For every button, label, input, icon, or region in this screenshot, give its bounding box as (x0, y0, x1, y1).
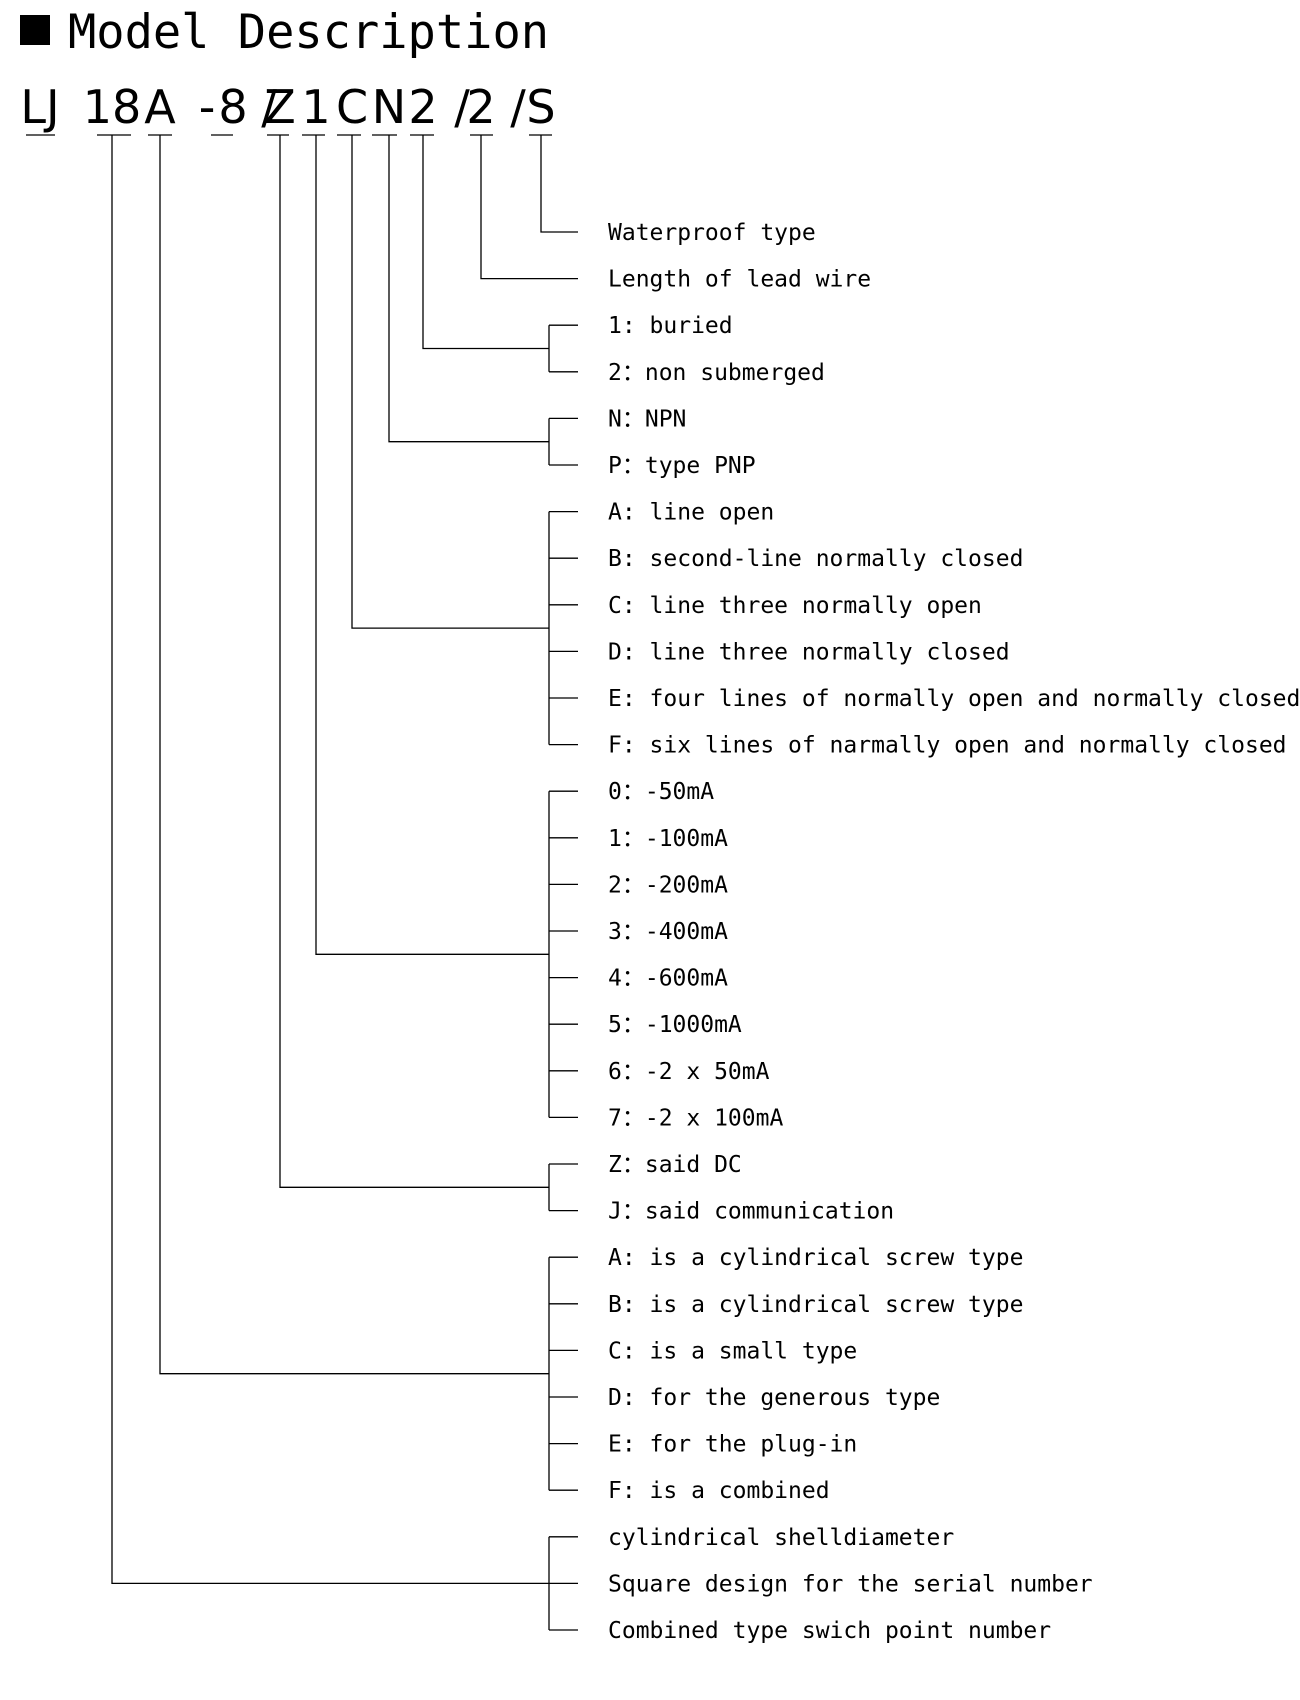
model-code-segment: Z (264, 80, 296, 134)
page-title: Model Description (68, 5, 549, 60)
connector-line (159, 135, 549, 1375)
model-code-segment: N (372, 80, 406, 134)
option-label: 6：-2 x 50mA (608, 1059, 770, 1085)
connector-line (111, 135, 549, 1585)
model-code-segment: 2 (408, 80, 437, 134)
heading-bullet-icon (20, 15, 50, 45)
connector-line (279, 135, 549, 1188)
breakdown-group: Length of lead wire (480, 135, 871, 293)
breakdown-group: 0：-50mA 1：-100mA 2：-200mA 3：-400mA 4：-600mA 5… (315, 135, 783, 1131)
option-label: E: for the plug-in (608, 1432, 857, 1458)
breakdown-group: Waterproof type (540, 135, 816, 246)
breakdown-group: A: is a cylindrical screw type B: is a cy… (159, 135, 1023, 1504)
model-code-segment: 8 (218, 80, 247, 134)
option-label: C: line three normally open (608, 593, 982, 619)
option-label: 3：-400mA (608, 919, 728, 945)
option-label: N：NPN (608, 406, 686, 432)
model-code-segment: S (526, 80, 555, 134)
model-code-segment: / (261, 80, 277, 134)
option-label: D: line three normally closed (608, 639, 1010, 665)
option-label: 5：-1000mA (608, 1012, 742, 1038)
model-code-segment: 1 (301, 80, 330, 134)
model-code-segment: / (510, 80, 526, 134)
option-label: Combined type swich point number (608, 1618, 1051, 1644)
option-label: A: is a cylindrical screw type (608, 1245, 1023, 1271)
breakdown-group: N：NPN P：type PNP (388, 135, 756, 479)
option-label: P：type PNP (608, 453, 756, 479)
model-code-segment: C (336, 80, 368, 134)
option-label: 1：-100mA (608, 826, 728, 852)
connector-line (388, 135, 549, 443)
option-label: 1: buried (608, 313, 733, 339)
option-label: D: for the generous type (608, 1385, 940, 1411)
connector-line (422, 135, 549, 350)
model-code-segment: 18 (83, 80, 142, 134)
option-label: C: is a small type (608, 1338, 857, 1364)
option-label: 4：-600mA (608, 966, 728, 992)
breakdown-group: A: line open B: second-line normally clos… (351, 135, 1300, 759)
option-label: 0：-50mA (608, 779, 714, 805)
breakdown-group: Z：said DC J：said communication (279, 135, 894, 1225)
model-code-segment: 2 (466, 80, 495, 134)
model-code-segment: LJ (20, 80, 59, 134)
option-label: Square design for the serial number (608, 1571, 1093, 1597)
model-code-segment: - (199, 80, 216, 134)
option-label: B: second-line normally closed (608, 546, 1023, 572)
connector-line (315, 135, 549, 955)
model-code-segment: A (144, 80, 176, 134)
option-label: Z：said DC (608, 1152, 742, 1178)
option-label: E: four lines of normally open and norma… (608, 686, 1300, 712)
connector-line (540, 135, 578, 233)
option-label: Waterproof type (608, 220, 816, 246)
option-label: cylindrical shelldiameter (608, 1525, 954, 1551)
model-code-segment: / (454, 80, 470, 134)
option-label: F: is a combined (608, 1478, 830, 1504)
option-label: Length of lead wire (608, 267, 871, 293)
connector-line (351, 135, 549, 629)
option-label: F: six lines of narmally open and normal… (608, 733, 1287, 759)
option-label: B: is a cylindrical screw type (608, 1292, 1023, 1318)
breakdown-group: 1: buried 2：non submerged (422, 135, 825, 386)
option-label: 2：-200mA (608, 872, 728, 898)
connector-line (480, 135, 578, 280)
option-label: A: line open (608, 500, 774, 526)
option-label: J：said communication (608, 1199, 894, 1225)
option-label: 7：-2 x 100mA (608, 1105, 783, 1131)
option-label: 2：non submerged (608, 360, 825, 386)
